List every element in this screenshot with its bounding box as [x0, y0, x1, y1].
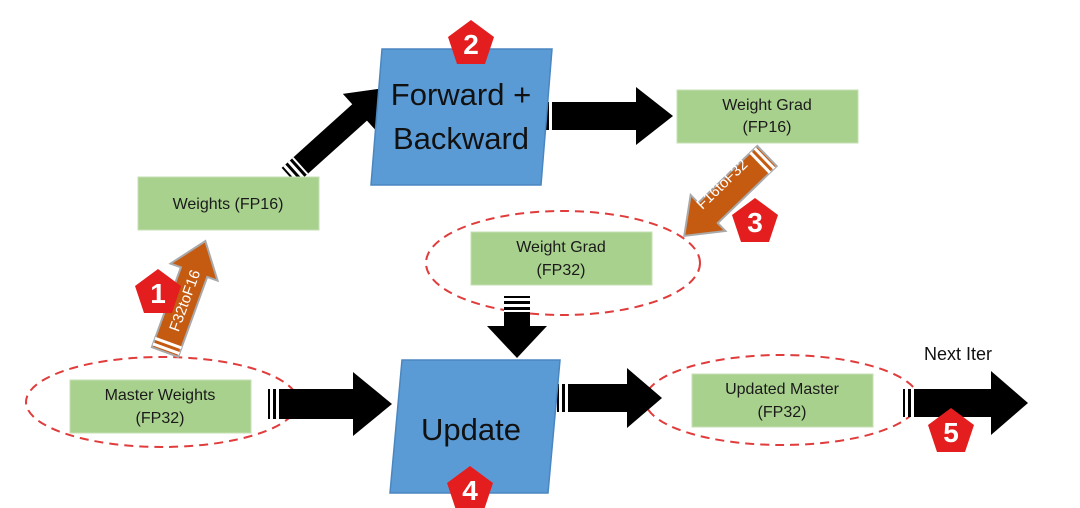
forward-backward-line2: Backward — [393, 121, 529, 156]
step-badge-1: 1 — [135, 269, 181, 313]
weight-grad-fp32-box: Weight Grad (FP32) — [470, 231, 653, 286]
step-2-label: 2 — [463, 29, 479, 60]
step-1-label: 1 — [150, 278, 166, 309]
weights-fp16-label: Weights (FP16) — [173, 196, 284, 213]
update-label: Update — [421, 412, 521, 447]
weight-grad-fp16-line1: Weight Grad — [722, 97, 812, 114]
step-badge-3: 3 — [732, 198, 778, 242]
arrow-update-to-updated-master — [557, 368, 662, 428]
step-badge-2: 2 — [448, 20, 494, 64]
master-weights-box: Master Weights (FP32) — [69, 379, 252, 434]
forward-backward-process: Forward + Backward — [370, 48, 553, 186]
forward-backward-line1: Forward + — [391, 77, 531, 112]
weight-grad-fp16-line2: (FP16) — [743, 119, 792, 136]
weight-grad-fp32-ellipse — [425, 210, 701, 316]
arrow-forward-to-grad — [541, 87, 673, 145]
updated-master-box: Updated Master (FP32) — [691, 373, 874, 428]
step-3-label: 3 — [747, 207, 763, 238]
master-weights-line2: (FP32) — [136, 410, 185, 427]
next-iter-label: Next Iter — [924, 344, 992, 364]
step-badge-4: 4 — [447, 466, 493, 508]
step-4-label: 4 — [462, 475, 478, 506]
f32-to-f16-arrow: F32toF16 — [150, 239, 220, 359]
updated-master-line1: Updated Master — [725, 381, 840, 398]
weight-grad-fp32-line2: (FP32) — [537, 262, 586, 279]
step-5-label: 5 — [943, 417, 959, 448]
arrow-next-iteration — [903, 371, 1028, 435]
weights-fp16-box: Weights (FP16) — [137, 176, 320, 231]
updated-master-line2: (FP32) — [758, 404, 807, 421]
step-badge-5: 5 — [928, 408, 974, 452]
master-weights-line1: Master Weights — [105, 387, 216, 404]
arrow-grad32-to-update — [487, 296, 547, 358]
arrow-master-to-update — [268, 372, 392, 436]
weight-grad-fp16-box: Weight Grad (FP16) — [676, 89, 859, 144]
update-process: Update — [389, 359, 561, 494]
weight-grad-fp32-line1: Weight Grad — [516, 239, 606, 256]
